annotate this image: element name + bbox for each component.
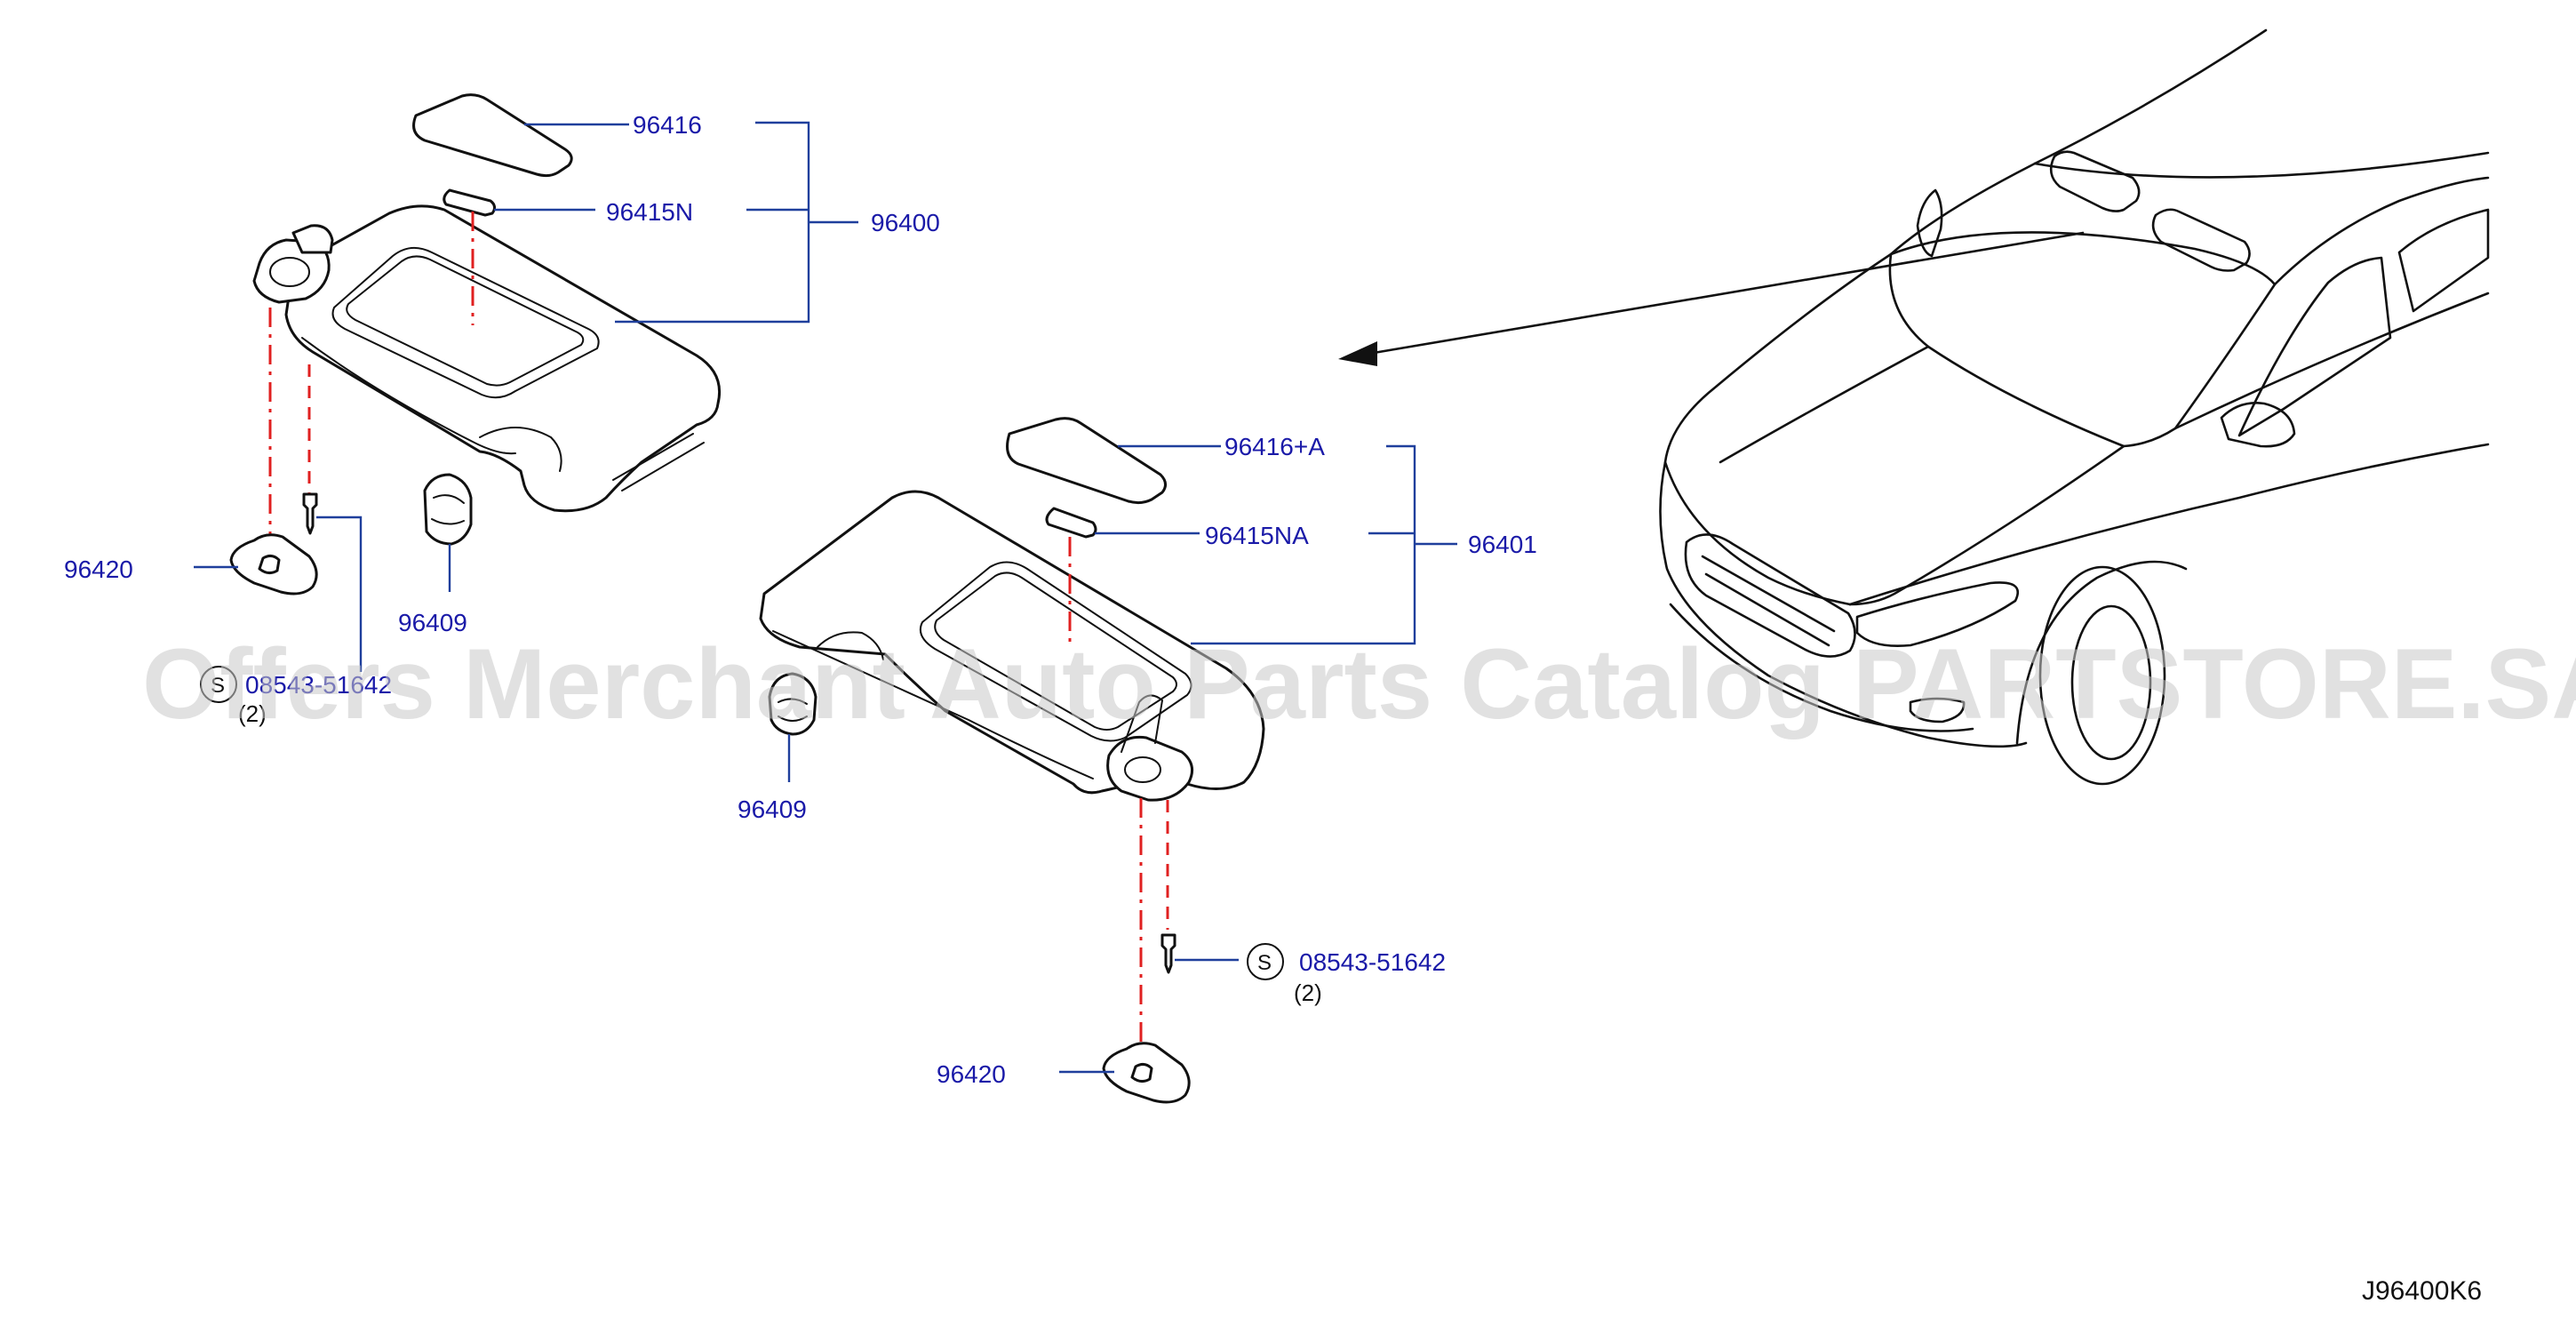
right-mirror-glass bbox=[934, 572, 1177, 731]
label-left-visor: 96400 bbox=[871, 209, 940, 236]
right-visor-left-notch bbox=[817, 631, 884, 660]
left-visor-inner-frame bbox=[331, 246, 600, 399]
visor-pointer-arrowhead bbox=[1338, 341, 1377, 366]
car-body-side bbox=[1848, 443, 2490, 606]
label-left-clip: 96420 bbox=[64, 556, 133, 583]
car-roof-rear bbox=[2033, 151, 2490, 179]
label-left-bulb: 96415N bbox=[606, 198, 693, 226]
right-pivot-ring bbox=[1124, 756, 1161, 783]
car-grille-inner bbox=[1701, 555, 1836, 647]
left-visor-pivot-top bbox=[291, 224, 334, 254]
right-screw-symbol-letter: S bbox=[1257, 951, 1272, 975]
car-beltline bbox=[2173, 292, 2490, 430]
left-visor-notch bbox=[479, 427, 562, 472]
car-illustration bbox=[1338, 28, 2490, 786]
car-front-wheel-arch bbox=[2015, 560, 2188, 745]
car-visor-left-inset bbox=[2049, 150, 2141, 212]
car-hood-crease bbox=[1719, 345, 2125, 606]
label-right-screw-qty: (2) bbox=[1294, 979, 1322, 1006]
right-visor-lower-edge bbox=[772, 630, 1094, 779]
car-hood bbox=[1663, 252, 1893, 606]
label-left-screw-qty: (2) bbox=[238, 700, 267, 727]
car-headlight bbox=[1855, 581, 2020, 647]
right-visor-pivot[interactable] bbox=[1106, 735, 1194, 802]
car-front-rim bbox=[2070, 604, 2152, 761]
left-lamp-bulb[interactable] bbox=[443, 188, 497, 217]
left-clip[interactable] bbox=[229, 533, 318, 596]
left-visor-group: 96416 96415N 96400 96420 96409 S 08543-5… bbox=[64, 93, 940, 727]
car-lower-bumper bbox=[1669, 603, 1974, 732]
left-holder[interactable] bbox=[423, 473, 473, 546]
right-mirror-cover[interactable] bbox=[1006, 417, 1167, 505]
right-lamp-bulb[interactable] bbox=[1045, 507, 1097, 539]
label-right-holder: 96409 bbox=[738, 795, 807, 823]
label-right-screw-code: 08543-51642 bbox=[1299, 948, 1446, 976]
right-screw[interactable] bbox=[1160, 933, 1176, 974]
car-a-pillar bbox=[2273, 176, 2490, 286]
left-mirror-glass bbox=[346, 255, 585, 387]
watermark-text: Offers Merchant Auto Parts Catalog PARTS… bbox=[142, 628, 2576, 739]
left-screw-symbol-letter: S bbox=[211, 674, 225, 698]
car-side-mirror bbox=[2220, 402, 2296, 448]
right-visor-pivot-arm bbox=[1121, 694, 1163, 753]
left-mirror-cover[interactable] bbox=[412, 93, 573, 178]
right-visor-group: 96416+A 96415NA 96401 96409 S 08543-5164… bbox=[738, 417, 1537, 1104]
right-holder-detail bbox=[778, 698, 808, 722]
left-screw-symbol bbox=[200, 666, 237, 703]
left-visor-body[interactable] bbox=[284, 204, 722, 513]
right-holder[interactable] bbox=[768, 672, 817, 736]
left-visor-lower-edge bbox=[301, 337, 516, 455]
car-roof-line bbox=[1889, 28, 2268, 256]
left-holder-detail bbox=[431, 494, 465, 525]
car-rearview-mirror bbox=[1916, 188, 1943, 258]
label-left-holder: 96409 bbox=[398, 609, 467, 636]
label-right-mirror: 96416+A bbox=[1224, 433, 1325, 460]
diagram-code: J96400K6 bbox=[2362, 1276, 2482, 1306]
right-visor-inner-frame bbox=[919, 561, 1192, 742]
leader-left-screw bbox=[316, 516, 363, 672]
left-visor-pivot[interactable] bbox=[252, 238, 331, 304]
left-screw[interactable] bbox=[302, 492, 318, 535]
car-side-window-rear bbox=[2397, 208, 2490, 313]
label-left-screw-code: 08543-51642 bbox=[245, 671, 392, 699]
right-screw-symbol bbox=[1247, 943, 1284, 980]
car-front-tire bbox=[2038, 565, 2166, 786]
car-visor-right-inset bbox=[2151, 208, 2251, 272]
car-fog-light bbox=[1909, 697, 1966, 723]
label-right-visor: 96401 bbox=[1468, 531, 1537, 558]
label-left-mirror: 96416 bbox=[633, 111, 702, 139]
label-right-bulb: 96415NA bbox=[1205, 522, 1309, 549]
car-side-window bbox=[2237, 256, 2392, 437]
left-visor-right-edge bbox=[612, 433, 705, 492]
car-windshield bbox=[1888, 231, 2277, 448]
right-clip[interactable] bbox=[1102, 1042, 1191, 1104]
car-grille bbox=[1684, 533, 1856, 658]
label-right-clip: 96420 bbox=[937, 1060, 1006, 1088]
car-front-fascia bbox=[1659, 460, 2028, 748]
left-pivot-ring bbox=[269, 257, 310, 287]
visor-pointer-arrow-line bbox=[1367, 231, 2085, 356]
